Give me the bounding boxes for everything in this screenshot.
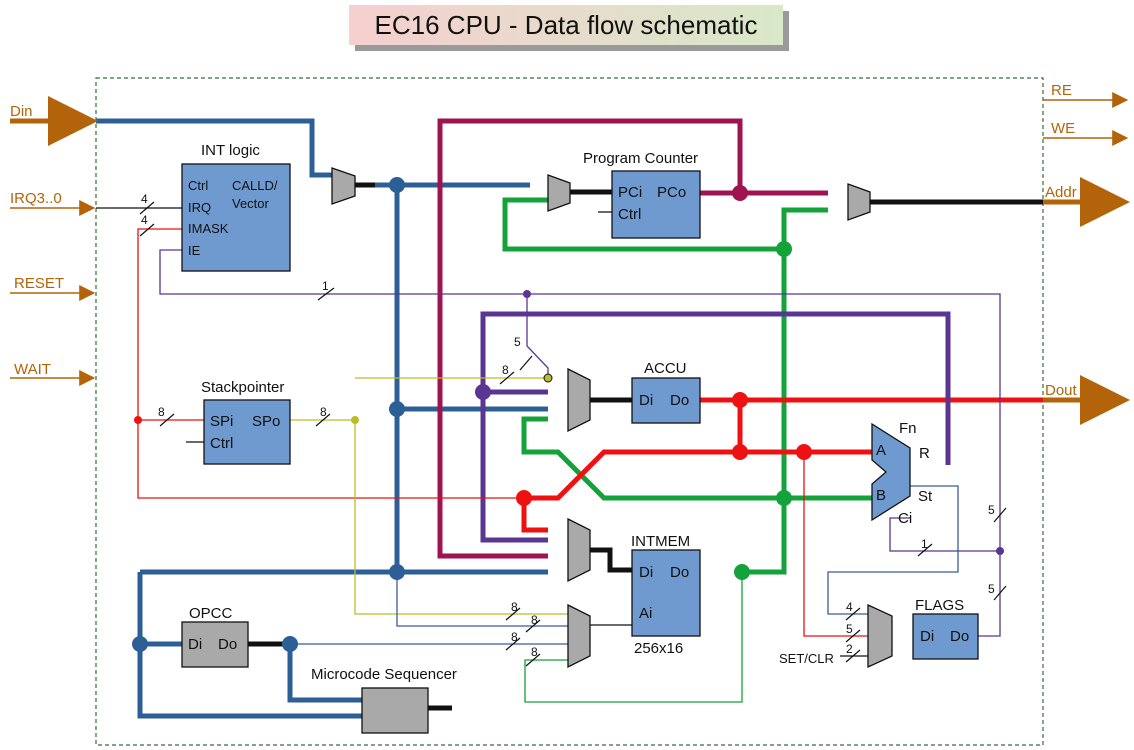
int-logic-ie: IE (188, 243, 201, 258)
microcode-block (361, 687, 429, 734)
port-we: WE (1051, 120, 1075, 137)
bus-width-labels: 4 4 1 5 8 8 8 8 8 8 8 4 5 2 5 5 1 (141, 192, 995, 659)
svg-text:1: 1 (322, 279, 329, 293)
mux-din (331, 167, 356, 205)
int-logic-irq: IRQ (188, 200, 211, 215)
cpu-boundary (95, 77, 1044, 746)
opcc-di: Di (188, 636, 202, 653)
accu-di: Di (639, 392, 653, 409)
junctions (132, 177, 1004, 652)
mux-pc (547, 174, 571, 212)
pc-pci: PCi (618, 184, 642, 201)
svg-text:8: 8 (511, 630, 518, 644)
flags-di: Di (920, 628, 934, 645)
port-wait: WAIT (14, 361, 51, 378)
stackpointer-block (203, 399, 291, 465)
alu-fn: Fn (899, 420, 917, 437)
alu-r: R (919, 445, 930, 462)
svg-text:8: 8 (531, 645, 538, 659)
alu (871, 422, 911, 522)
pc-title: Program Counter (583, 150, 698, 167)
sp-ctrl: Ctrl (210, 435, 233, 452)
alu-ci: Ci (898, 510, 912, 527)
svg-text:4: 4 (141, 192, 148, 206)
svg-text:4: 4 (141, 213, 148, 227)
svg-text:8: 8 (511, 600, 518, 614)
port-irq: IRQ3..0 (10, 190, 62, 207)
port-dout: Dout (1045, 382, 1078, 399)
port-din: Din (10, 103, 33, 120)
int-logic-ctrl: Ctrl (188, 178, 208, 193)
intmem-title: INTMEM (631, 533, 690, 550)
flags-do: Do (950, 628, 969, 645)
mux-ai (567, 603, 591, 669)
svg-text:5: 5 (514, 335, 521, 349)
int-logic-imask: IMASK (188, 221, 229, 236)
svg-text:8: 8 (158, 405, 165, 419)
flags-block (912, 613, 979, 660)
intmem-size: 256x16 (634, 640, 683, 657)
int-logic-title: INT logic (201, 142, 260, 159)
opcc-block (181, 621, 249, 668)
diagram-title: EC16 CPU - Data flow schematic (349, 5, 783, 45)
svg-text:5: 5 (988, 582, 995, 596)
svg-text:8: 8 (531, 613, 538, 627)
intmem-di: Di (639, 564, 653, 581)
svg-text:5: 5 (988, 503, 995, 517)
microcode-title: Microcode Sequencer (311, 666, 457, 683)
pc-pco: PCo (657, 184, 686, 201)
alu-st: St (918, 488, 933, 505)
wires (10, 92, 1130, 719)
mux-intmem (567, 517, 591, 583)
int-logic-calld: CALLD/ (232, 178, 278, 193)
port-addr: Addr (1045, 184, 1077, 201)
flags-set-clr: SET/CLR (779, 651, 834, 666)
sp-spo: SPo (252, 413, 280, 430)
mux-accu (567, 367, 591, 433)
svg-text:8: 8 (502, 363, 509, 377)
svg-text:8: 8 (320, 405, 327, 419)
accu-title: ACCU (644, 360, 687, 377)
flags-title: FLAGS (915, 597, 964, 614)
program-counter-block (611, 170, 701, 239)
block-labels: INT logic Ctrl IRQ IMASK IE CALLD/ Vecto… (188, 142, 969, 683)
int-logic-block (181, 163, 291, 272)
alu-a: A (876, 442, 886, 459)
sp-title: Stackpointer (201, 379, 284, 396)
sp-spi: SPi (210, 413, 233, 430)
intmem-block (631, 549, 701, 637)
pc-ctrl: Ctrl (618, 206, 641, 223)
svg-text:4: 4 (846, 600, 853, 614)
int-logic-vector: Vector (232, 196, 270, 211)
mux-flags (867, 603, 893, 669)
opcc-title: OPCC (189, 605, 233, 622)
accu-do: Do (670, 392, 689, 409)
svg-text:1: 1 (921, 537, 928, 551)
mux-addr (847, 183, 871, 221)
blocks (181, 163, 979, 734)
svg-text:5: 5 (846, 622, 853, 636)
multiplexers (331, 167, 893, 669)
intmem-do: Do (670, 564, 689, 581)
svg-text:2: 2 (846, 642, 853, 656)
port-reset: RESET (14, 275, 64, 292)
port-re: RE (1051, 82, 1072, 99)
alu-b: B (876, 487, 886, 504)
intmem-ai: Ai (639, 605, 652, 622)
opcc-do: Do (218, 636, 237, 653)
port-labels: Din IRQ3..0 RESET WAIT RE WE Addr Dout (10, 82, 1078, 399)
accu-block (631, 377, 701, 424)
